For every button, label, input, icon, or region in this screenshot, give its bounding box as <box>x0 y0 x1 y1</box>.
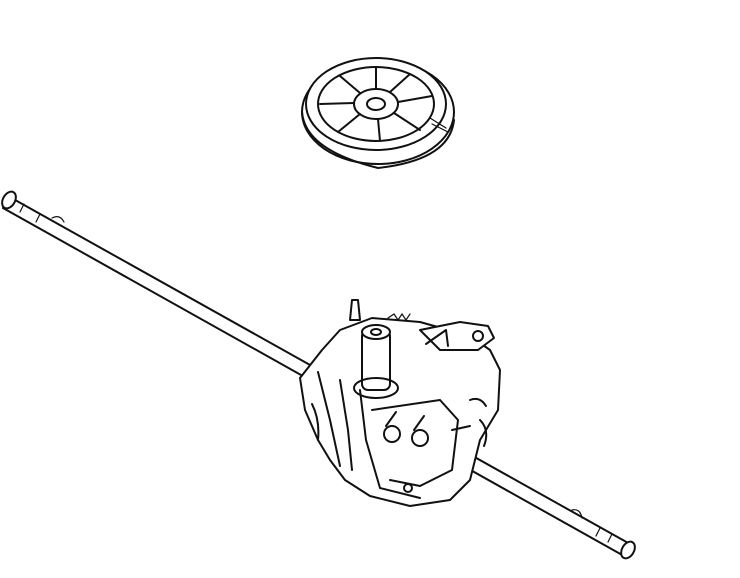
gearbox-housing <box>299 299 501 507</box>
pulley <box>301 57 455 169</box>
